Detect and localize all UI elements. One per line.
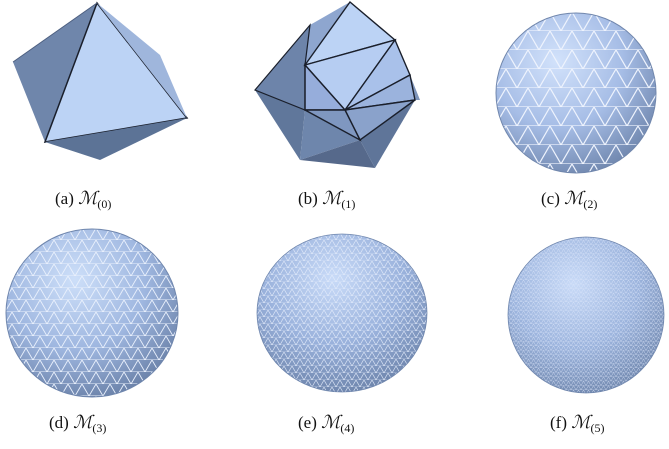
geodesic-sphere-mesh-m2 (495, 12, 657, 174)
octahedron-mesh-m0 (12, 1, 189, 160)
panel-d-shape (5, 228, 180, 398)
caption-c-letter: (c) (541, 189, 560, 208)
panel-c-shape (495, 12, 657, 174)
caption-b: (b) ℳ(1) (298, 188, 355, 212)
panel-b-shape (254, 0, 430, 175)
caption-d-letter: (d) (49, 413, 69, 432)
caption-c-index: (2) (583, 197, 598, 211)
caption-f-symbol: ℳ (571, 412, 591, 433)
caption-d-symbol: ℳ (73, 412, 93, 433)
panel-a-shape (10, 0, 195, 165)
caption-f: (f) ℳ(5) (550, 412, 604, 436)
caption-e-index: (4) (340, 421, 355, 435)
caption-a-index: (0) (97, 197, 112, 211)
caption-c-symbol: ℳ (564, 188, 584, 209)
caption-a-symbol: ℳ (78, 188, 98, 209)
geodesic-sphere-mesh-m3 (5, 228, 179, 398)
caption-e-letter: (e) (298, 413, 317, 432)
caption-e: (e) ℳ(4) (298, 412, 354, 436)
caption-b-letter: (b) (298, 189, 318, 208)
caption-e-symbol: ℳ (321, 412, 341, 433)
caption-d-index: (3) (92, 421, 107, 435)
caption-a-letter: (a) (55, 189, 74, 208)
caption-b-symbol: ℳ (322, 188, 342, 209)
caption-d: (d) ℳ(3) (49, 412, 106, 436)
caption-a: (a) ℳ(0) (55, 188, 111, 212)
caption-f-index: (5) (590, 421, 605, 435)
caption-f-letter: (f) (550, 413, 567, 432)
icosahedron-mesh-m1 (254, 0, 420, 168)
caption-c: (c) ℳ(2) (541, 188, 597, 212)
panel-f-shape (506, 236, 666, 396)
geodesic-sphere-mesh-m4 (256, 233, 428, 393)
panel-e-shape (256, 233, 428, 393)
caption-b-index: (1) (341, 197, 356, 211)
geodesic-sphere-mesh-m5 (507, 236, 665, 394)
